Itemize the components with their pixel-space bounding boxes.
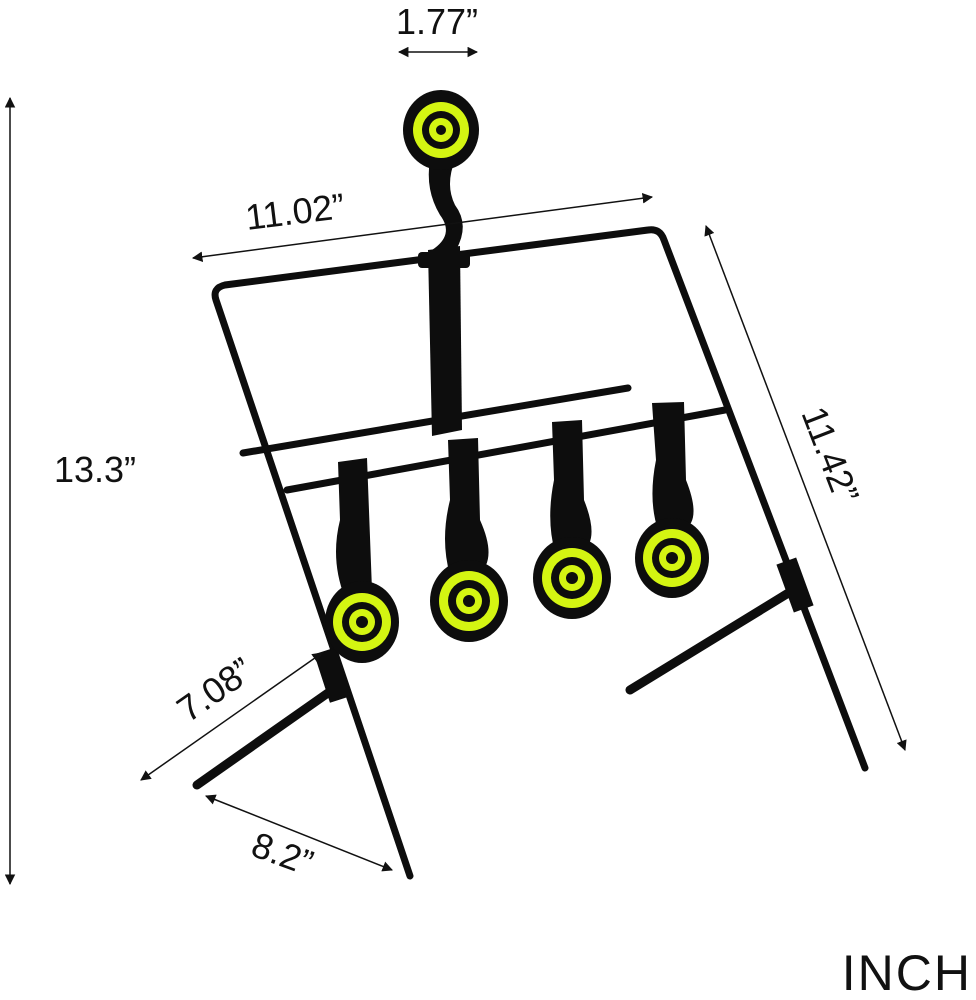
dim-foot-left: 7.08” bbox=[169, 649, 260, 730]
target-top bbox=[403, 90, 479, 170]
paddles bbox=[336, 402, 694, 598]
frame bbox=[192, 226, 869, 880]
dimension-lines bbox=[4, 46, 907, 886]
target-2 bbox=[430, 560, 508, 642]
dim-total-height: 13.3” bbox=[54, 449, 136, 490]
dim-frame-depth: 11.42” bbox=[794, 401, 868, 508]
dim-target-width: 1.77” bbox=[396, 1, 478, 42]
dim-frame-width: 11.02” bbox=[243, 185, 347, 238]
targets bbox=[325, 90, 709, 663]
unit-label: INCH bbox=[842, 945, 972, 1000]
dim-foot-span: 8.2” bbox=[246, 824, 318, 884]
target-1 bbox=[325, 581, 399, 663]
center-support bbox=[418, 160, 470, 436]
target-4 bbox=[635, 518, 709, 598]
target-3 bbox=[533, 537, 611, 619]
